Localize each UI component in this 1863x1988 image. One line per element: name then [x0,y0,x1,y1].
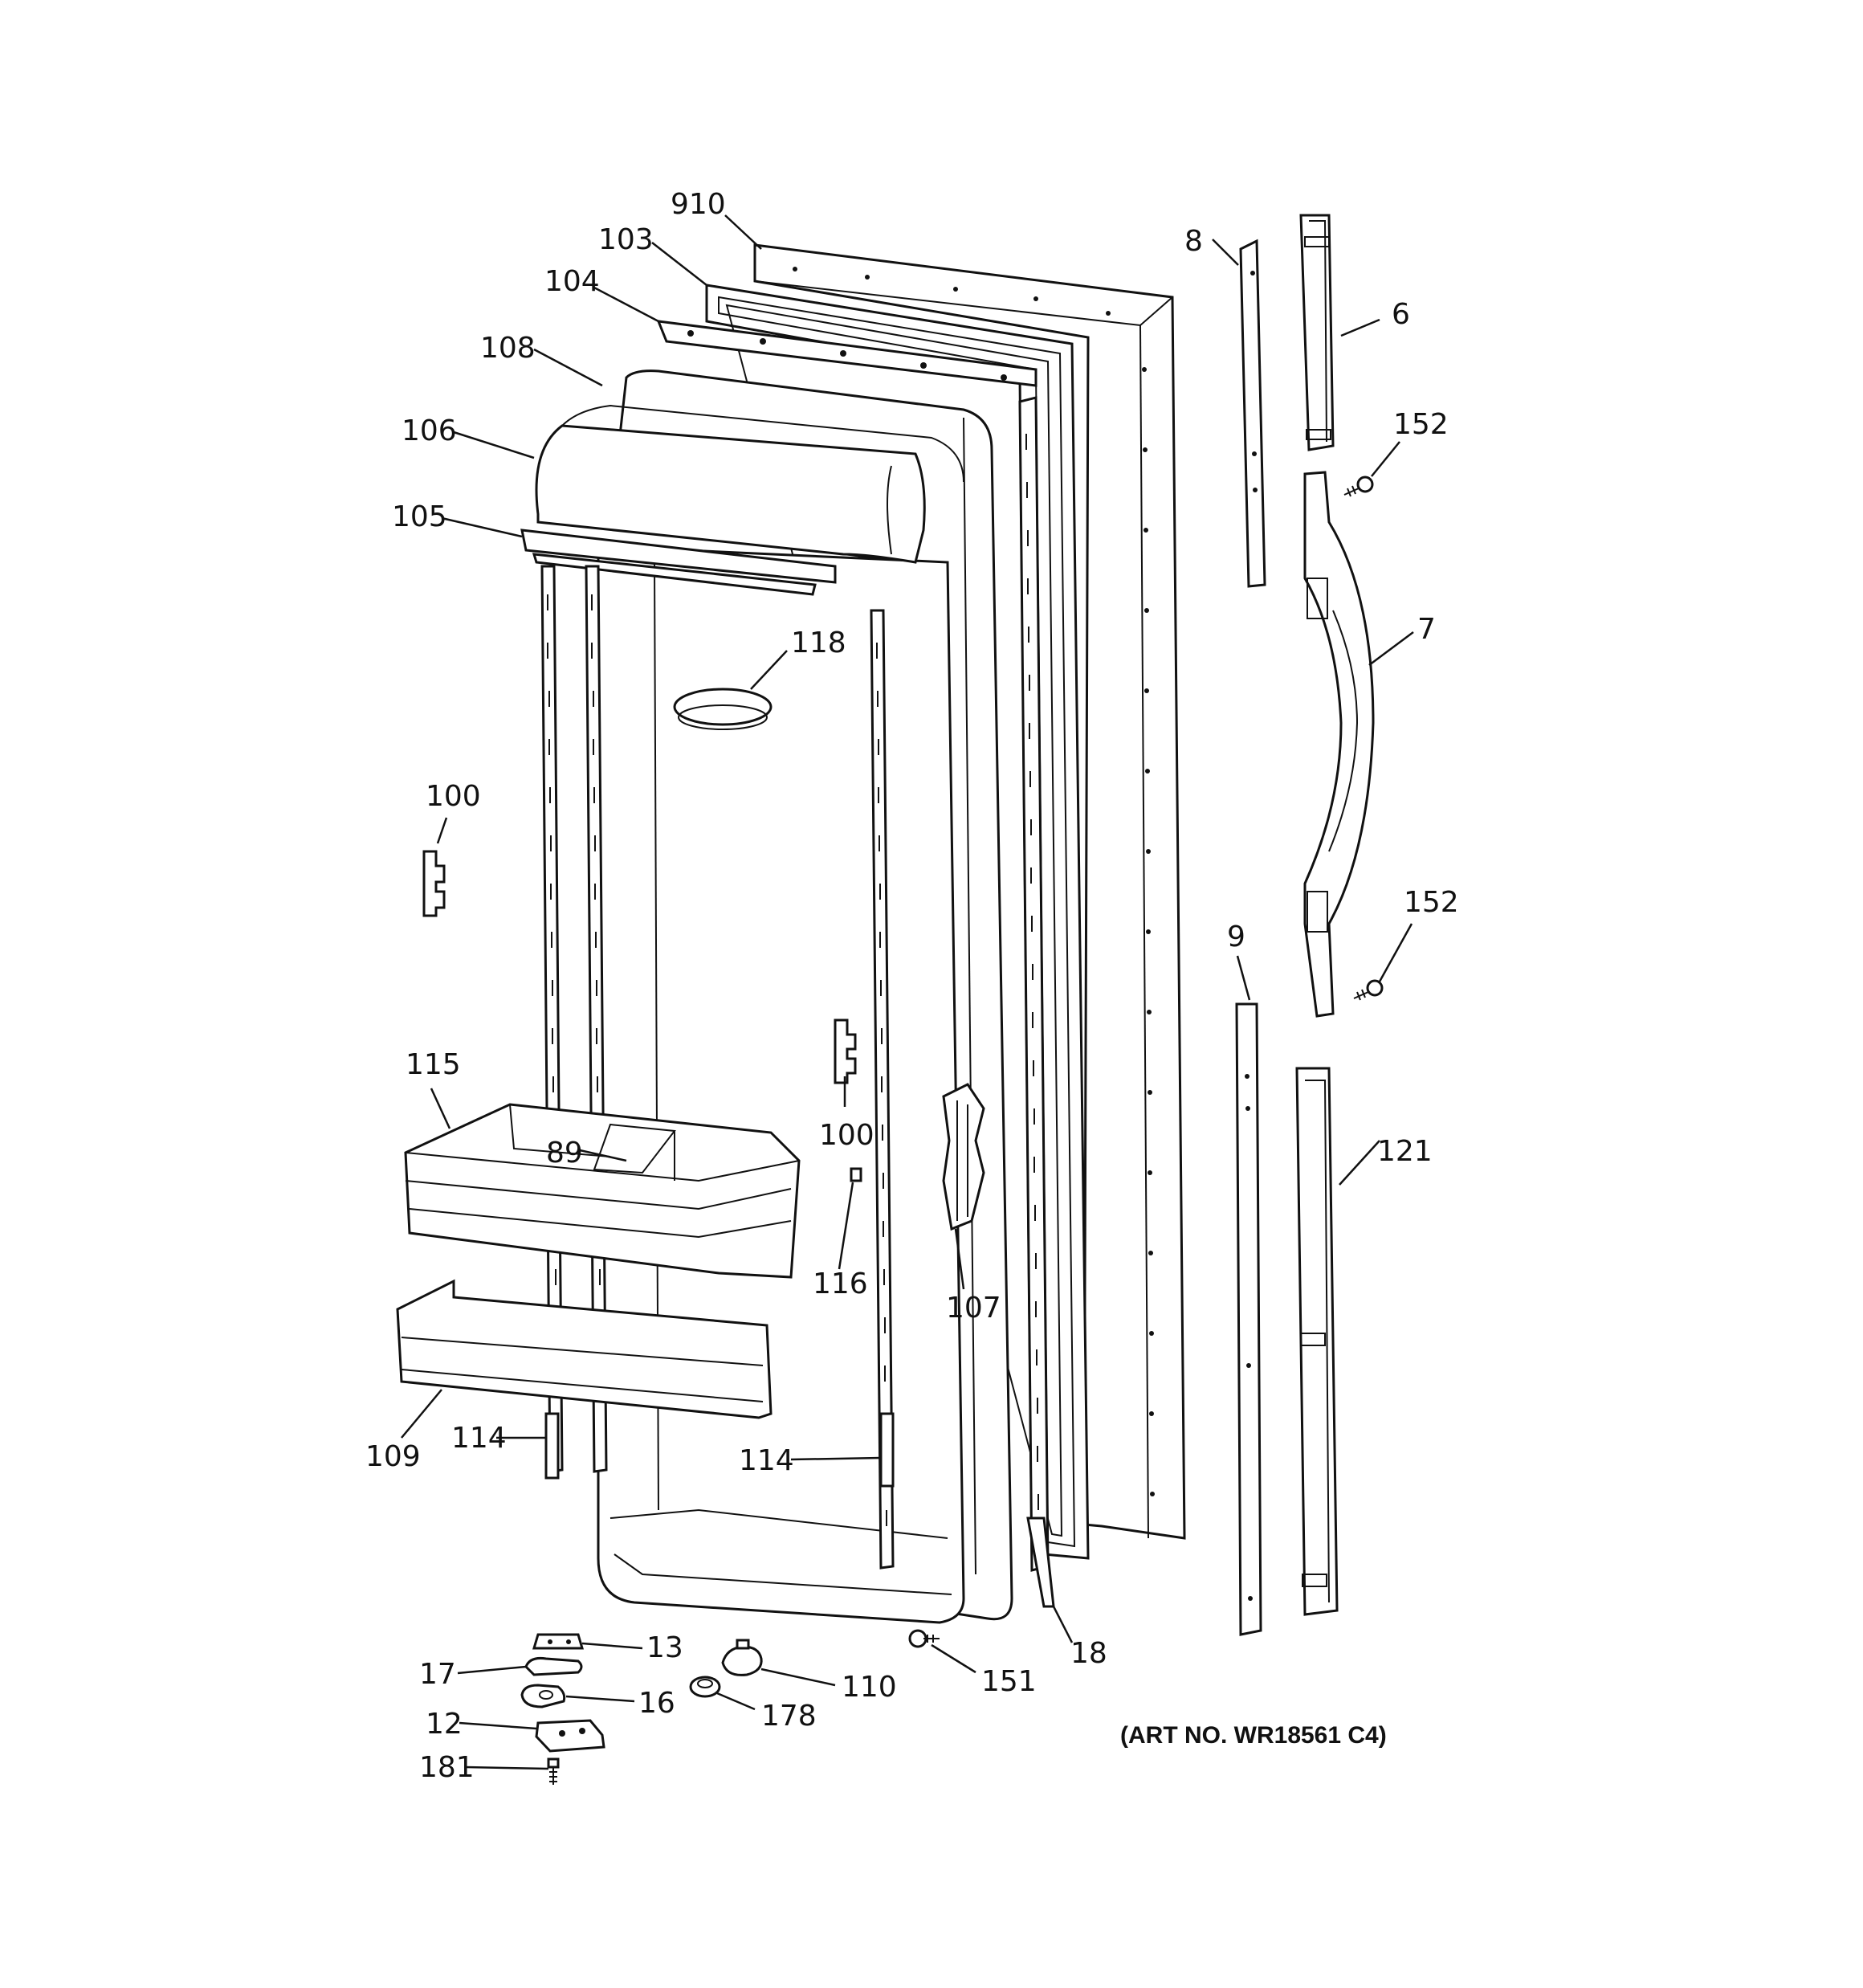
callout-104: 104 [544,265,600,298]
callout-151: 151 [981,1665,1037,1698]
callout-114-right: 114 [739,1444,794,1477]
callout-103: 103 [598,223,654,256]
callout-12: 12 [426,1708,463,1741]
door-stop-cam [721,1639,763,1676]
handle-screw-upper [1343,476,1374,497]
callout-8: 8 [1184,225,1203,258]
callout-108: 108 [480,332,536,365]
rail-slots [547,434,1039,1526]
callout-9: 9 [1227,921,1245,953]
bottom-hinge [535,1719,605,1753]
callout-181: 181 [419,1751,475,1784]
handle-trim-upper [1239,239,1266,588]
callout-115: 115 [406,1048,461,1081]
callout-910: 910 [671,188,726,221]
door-plug [689,1676,721,1698]
mounting-screw [908,1629,940,1648]
hinge-shim [532,1633,585,1650]
leader-lines [401,214,1414,1770]
handle-cap-top [1299,214,1335,451]
callout-100-left: 100 [426,780,481,813]
callout-118: 118 [791,627,846,659]
callout-121: 121 [1377,1135,1433,1168]
art-number: (ART NO. WR18561 C4) [1120,1722,1387,1749]
callout-17: 17 [419,1658,456,1691]
shelf-clip-left [422,850,446,917]
callout-152-upper: 152 [1393,408,1449,441]
top-breaker-strip [656,320,1037,387]
bin-rail-stubs [544,1412,895,1488]
callout-106: 106 [402,414,457,447]
callout-7: 7 [1417,613,1436,646]
callout-18: 18 [1070,1637,1107,1670]
callout-13: 13 [646,1631,683,1664]
callout-labels: 910 103 104 108 106 105 118 100 100 115 … [365,188,1459,1784]
dairy-hinge-bar [520,529,837,596]
outer-door-panel [753,243,1186,1540]
door-handle [1303,471,1375,1018]
hinge-bushing [520,1684,566,1708]
callout-100-right: 100 [819,1119,874,1152]
callout-16: 16 [638,1687,675,1720]
dairy-door [535,404,964,564]
callout-152-lower: 152 [1404,886,1459,919]
shelf-clip-right [834,1018,857,1084]
handle-trim-lower [1235,1002,1262,1636]
callout-107: 107 [946,1292,1001,1325]
hinge-screw [547,1757,560,1785]
callout-178: 178 [761,1700,817,1733]
oval-recess [673,688,773,730]
callout-105: 105 [392,500,447,533]
handle-cap-bottom [1295,1067,1339,1616]
callout-89: 89 [546,1137,583,1170]
callout-110: 110 [842,1671,897,1704]
insulation-cutaway [942,1083,985,1231]
handle-screw-lower [1353,979,1384,1001]
deep-door-bin [404,1103,801,1279]
small-clip [850,1167,862,1182]
outer-panel-holes [793,267,1155,1496]
callout-116: 116 [813,1268,868,1300]
callout-109: 109 [365,1440,421,1473]
callout-114-left: 114 [451,1422,507,1455]
shallow-door-bin [396,1279,773,1419]
callout-6: 6 [1392,298,1410,331]
hinge-spacer [524,1657,583,1676]
